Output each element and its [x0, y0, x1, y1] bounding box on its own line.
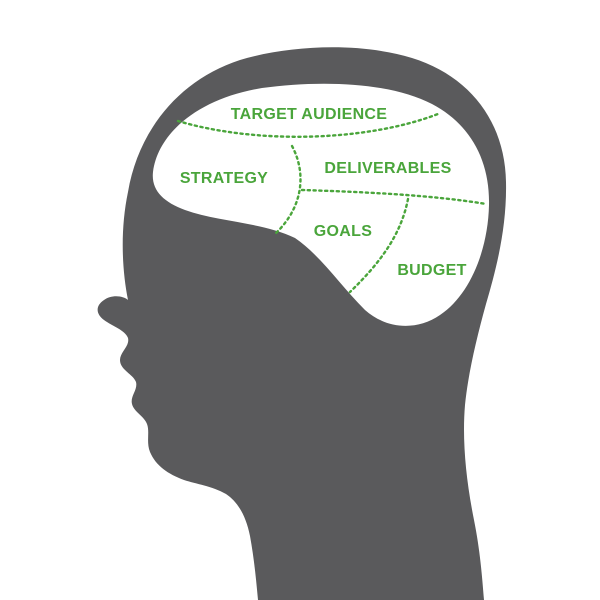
label-target-audience: TARGET AUDIENCE	[231, 106, 388, 123]
divider-budget	[348, 197, 410, 294]
brain-area	[152, 83, 490, 326]
divider-strategy	[274, 144, 302, 235]
region-labels: TARGET AUDIENCE STRATEGY DELIVERABLES GO…	[180, 106, 467, 279]
label-strategy: STRATEGY	[180, 170, 268, 187]
divider-middle	[300, 188, 488, 206]
label-budget: BUDGET	[397, 262, 466, 279]
region-dividers	[176, 112, 488, 294]
label-goals: GOALS	[314, 223, 372, 240]
divider-top	[176, 112, 440, 138]
label-deliverables: DELIVERABLES	[324, 160, 451, 177]
